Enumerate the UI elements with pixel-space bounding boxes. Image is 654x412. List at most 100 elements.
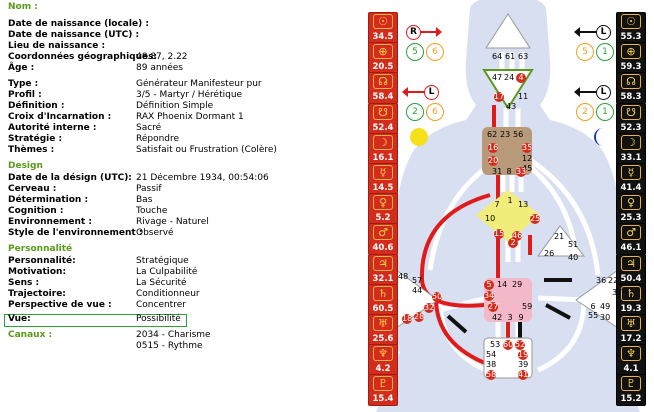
coords-value: 48.87, 2.22 (136, 52, 188, 62)
gate-number: 24 (504, 73, 515, 82)
bodygraph-chart: R 5 6 L 2 6 L 5 1 L 2 1 ☉34.5⊕20.5☊58.4☋… (340, 0, 654, 412)
birth-local-label: Date de naissance (locale) : (8, 19, 149, 29)
gate-number: 43 (506, 102, 517, 111)
personality-bottom-circle: 2 (576, 103, 594, 121)
planet-gate-value: 16.1 (372, 152, 394, 163)
determination-value: Bas (136, 195, 153, 205)
planet-gate-value: 59.3 (620, 62, 642, 73)
planet-gate-value: 58.4 (372, 92, 394, 103)
mars-icon: ♂ (373, 225, 393, 241)
gate-number: 59 (522, 302, 533, 311)
sun-icon: ☉ (621, 14, 641, 29)
personality-earth-card: ⊕ 59.3 (616, 42, 646, 75)
brain-label: Cerveau : (8, 184, 57, 194)
gate-number: 33 (516, 167, 527, 177)
design-neptune-card: ♆4.2 (368, 344, 398, 377)
coords-label: Coordonnées géographiques: (8, 52, 158, 62)
motivation-label: Motivation: (8, 267, 67, 277)
gate-number: 22 (608, 276, 619, 285)
design-pluto-card: ♇15.4 (368, 374, 398, 407)
info-panel: Nom : Date de naissance (locale) : Date … (4, 2, 277, 351)
south-node-icon: ☋ (373, 104, 393, 120)
strategy-value: Répondre (136, 134, 180, 144)
trajectory-label: Trajectoire: (8, 289, 66, 299)
incarnation-cross-value: RAX Phoenix Dormant 1 (136, 112, 244, 122)
personality-mercury-card: ☿41.4 (616, 163, 646, 195)
personality-mars-card: ♂46.1 (616, 223, 646, 256)
design-mars-card: ♂40.6 (368, 223, 398, 256)
design-bottom-circle: 6 (426, 103, 444, 121)
vue-value: Possibilité (136, 314, 181, 324)
gate-number: 64 (492, 52, 503, 61)
planet-gate-value: 32.1 (372, 273, 394, 284)
personality-venus-card: ♀25.3 (616, 193, 646, 226)
gate-number: 5 (484, 280, 494, 290)
trajectory-value: Conditionneur (136, 289, 200, 299)
planet-gate-value: 46.1 (620, 243, 642, 254)
gate-number: 44 (412, 286, 423, 295)
saturn-icon: ♄ (621, 285, 641, 301)
planet-gate-value: 17.2 (620, 334, 642, 344)
design-top-triangle: 5 (406, 43, 424, 61)
gate-number: 7 (494, 200, 500, 209)
gate-number: 38 (486, 360, 497, 369)
personality-value: Stratégique (136, 256, 189, 266)
environment-style-value: Observé (136, 228, 174, 238)
gate-number: 41 (518, 370, 529, 380)
personality-jupiter-card: ♃ 50.4 (616, 253, 646, 286)
personality-moon-card: ☽33.1 (616, 132, 646, 165)
gate-number: 61 (505, 52, 516, 61)
planet-gate-value: 34.5 (372, 32, 394, 42)
gate-number: 9 (518, 313, 524, 322)
planet-gate-value: 41.4 (620, 183, 642, 193)
moon-icon: ☽ (621, 134, 641, 150)
earth-icon: ⊕ (621, 44, 641, 60)
gate-number: 36 (596, 276, 607, 285)
design-sun-card: ☉ 34.5 (368, 12, 398, 44)
gate-number: 2 (508, 238, 518, 248)
gate-number: 15 (494, 229, 505, 239)
birth-utc-label: Date de naissance (UTC) : (8, 30, 140, 40)
age-value: 89 années (136, 63, 183, 73)
gate-number: 6 (590, 302, 596, 311)
definition-value: Définition Simple (136, 101, 214, 111)
gate-number: 54 (486, 350, 497, 359)
gate-number: 18 (402, 314, 413, 324)
jupiter-icon: ♃ (373, 255, 393, 271)
planet-gate-value: 50.4 (620, 273, 642, 284)
gate-number: 56 (513, 130, 524, 139)
gate-number: 17 (494, 92, 505, 102)
gate-number: 8 (506, 167, 512, 176)
planet-gate-value: 52.3 (620, 122, 642, 133)
channel-item: 2034 - Charisme (136, 330, 211, 340)
vue-highlight-box (4, 314, 187, 327)
gate-number: 55 (588, 311, 599, 320)
gate-number: 32 (424, 303, 435, 313)
type-value: Générateur Manifesteur pur (136, 79, 262, 89)
moon-crescent-icon (594, 128, 603, 146)
sense-value: La Sécurité (136, 278, 187, 288)
planet-gate-value: 4.2 (375, 364, 391, 375)
type-label: Type : (8, 79, 39, 89)
authority-value: Sacré (136, 123, 162, 133)
jupiter-icon: ♃ (621, 255, 641, 271)
g-center (476, 190, 540, 242)
personality-sun-card: ☉55.3 (616, 12, 646, 44)
sun-icon: ☉ (373, 14, 393, 29)
neptune-icon: ♆ (621, 346, 641, 362)
design-venus-card: ♀5.2 (368, 193, 398, 226)
planet-gate-value: 19.3 (620, 303, 642, 314)
design-bottom-triangle: 2 (406, 103, 424, 121)
gate-number: 4 (516, 73, 526, 83)
design-south-node-card: ☋52.4 (368, 102, 398, 135)
motivation-value: La Culpabilité (136, 267, 198, 277)
arrow-letter: L (424, 85, 439, 100)
gate-number: 62 (487, 130, 498, 139)
design-moon-card: ☽16.1 (368, 132, 398, 165)
name-section-title: Nom : (8, 2, 38, 12)
gate-number: 10 (485, 214, 496, 223)
perspective-value: Concentrer (136, 300, 186, 310)
strategy-label: Stratégie : (8, 134, 63, 144)
gate-number: 49 (600, 302, 611, 311)
gate-number: 39 (518, 360, 529, 369)
